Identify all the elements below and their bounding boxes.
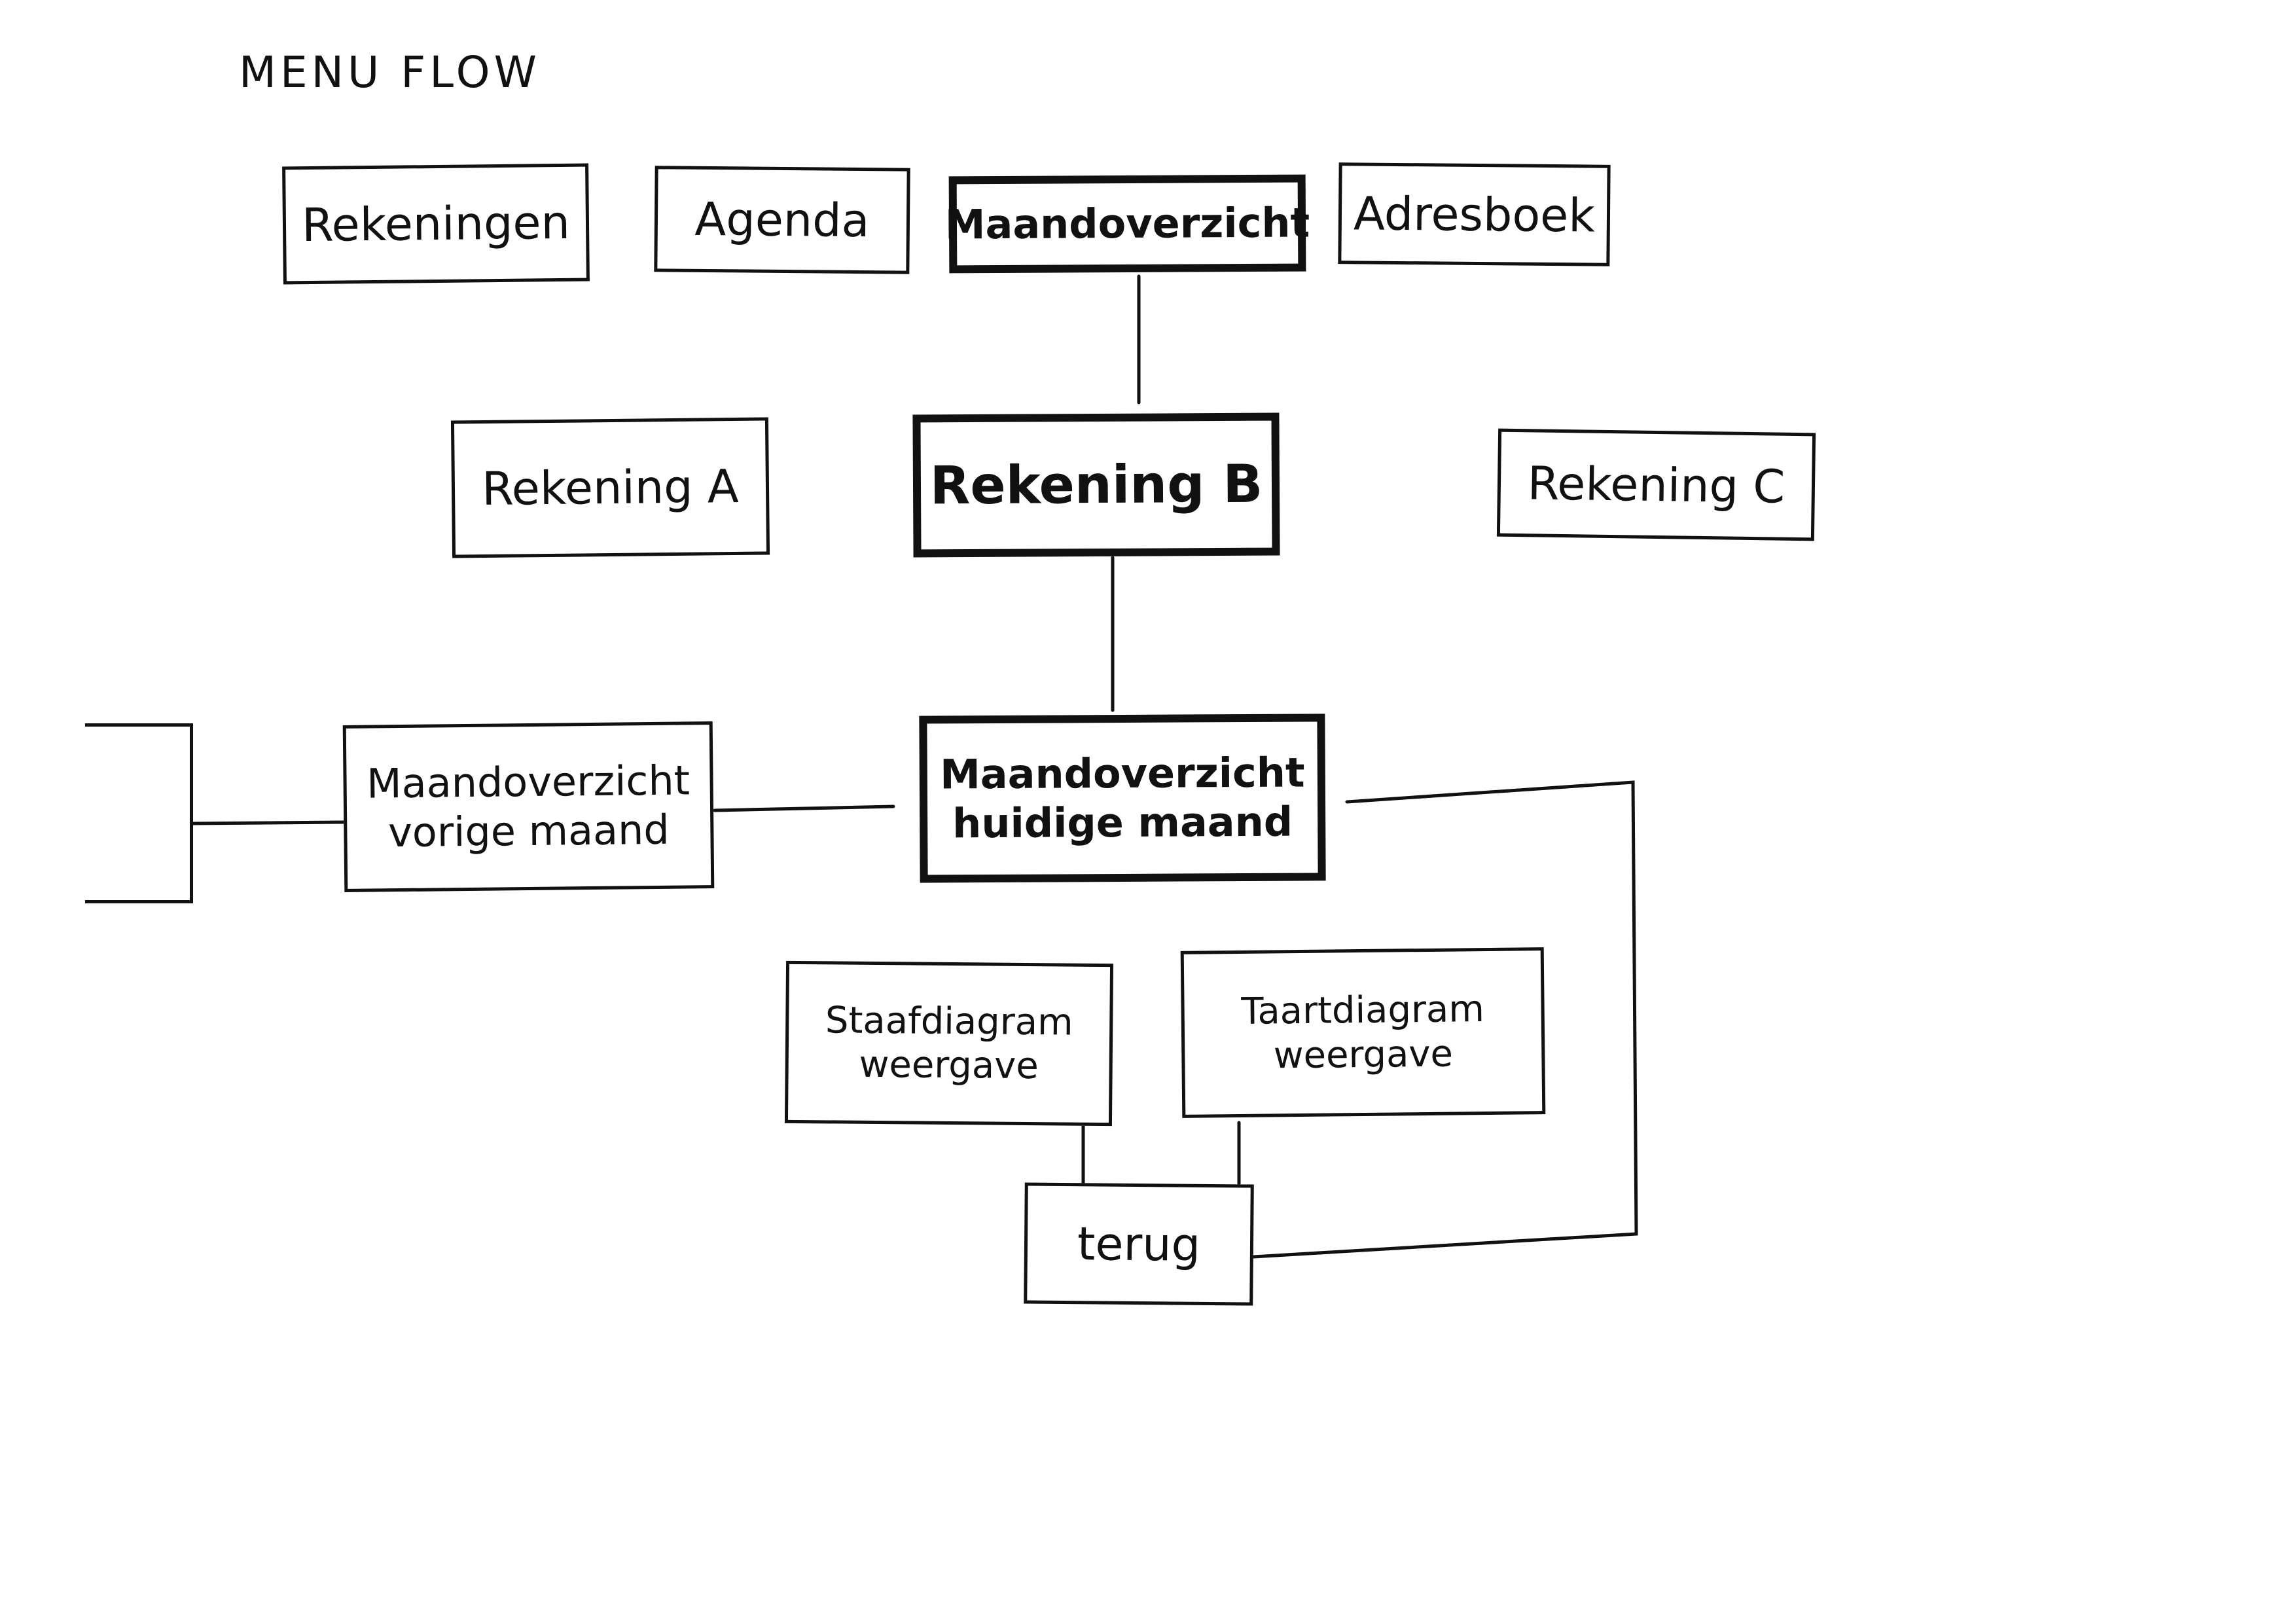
node-label: Maandoverzicht	[944, 198, 1310, 249]
node-offscreen-partial	[85, 723, 193, 903]
node-maandoverzicht-huidige-maand: Maandoverzicht huidige maand	[919, 714, 1326, 883]
connector-vorige-maand-huidige-maand	[713, 804, 895, 812]
node-label-line1: Maandoverzicht	[366, 756, 691, 808]
node-label-line2: weergave	[1273, 1032, 1454, 1077]
node-maandoverzicht-vorige-maand: Maandoverzicht vorige maand	[342, 721, 715, 892]
node-label: Rekening C	[1527, 456, 1785, 514]
node-label-line2: huidige maand	[952, 797, 1293, 847]
node-maandoverzicht-top: Maandoverzicht	[945, 174, 1310, 274]
node-rekening-c: Rekening C	[1496, 428, 1816, 541]
node-label-line1: Maandoverzicht	[939, 748, 1305, 799]
node-taartdiagram-weergave: Taartdiagram weergave	[1180, 947, 1546, 1118]
node-label-line1: Taartdiagram	[1241, 988, 1485, 1034]
connector-huidige-maand-terug	[1251, 780, 1638, 1259]
node-label-line2: weergave	[859, 1043, 1039, 1088]
node-rekeningen: Rekeningen	[282, 163, 590, 285]
connector-offscreen-vorige-maand	[191, 820, 346, 825]
node-label-line1: Staafdiagram	[825, 999, 1073, 1044]
node-label: Rekening A	[481, 459, 740, 516]
node-label: Rekening B	[929, 453, 1263, 516]
node-label-line2: vorige maand	[387, 805, 670, 856]
node-rekening-a: Rekening A	[450, 417, 770, 558]
node-agenda: Agenda	[654, 166, 910, 274]
node-staafdiagram-weergave: Staafdiagram weergave	[784, 960, 1114, 1127]
node-label: Adresboek	[1353, 186, 1596, 243]
diagram-title: MENU FLOW	[239, 47, 541, 98]
node-terug: terug	[1024, 1182, 1254, 1306]
node-label: Agenda	[694, 192, 870, 248]
node-label: terug	[1077, 1216, 1201, 1272]
node-rekening-b: Rekening B	[912, 412, 1280, 558]
node-label: Rekeningen	[301, 195, 571, 253]
node-adresboek: Adresboek	[1338, 162, 1611, 266]
